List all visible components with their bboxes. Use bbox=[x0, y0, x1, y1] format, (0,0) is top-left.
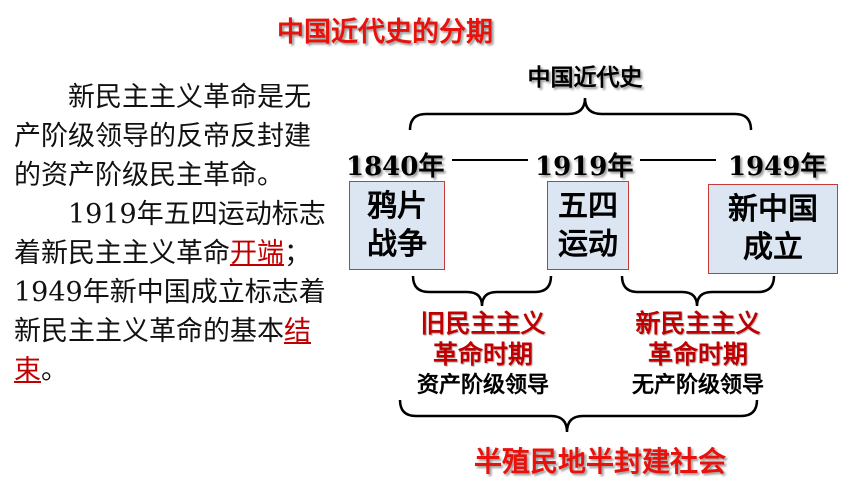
period-new-democratic: 新民主主义 革命时期 无产阶级领导 bbox=[600, 308, 796, 401]
year-1919: 1919年 bbox=[535, 152, 634, 182]
brace-new-democratic bbox=[620, 275, 776, 307]
event-opium-war-line1: 鸦片 bbox=[367, 188, 427, 224]
period-old-line1: 旧民主主义 bbox=[420, 309, 546, 338]
term-start: 开端 bbox=[230, 238, 284, 269]
event-prc-line1: 新中国 bbox=[728, 192, 818, 227]
root-label: 中国近代史 bbox=[527, 65, 643, 91]
explanation-text: 新民主主义革命是无产阶级领导的反帝反封建的资产阶级民主革命。 1919年五四运动… bbox=[14, 78, 332, 390]
period-old-democratic: 旧民主主义 革命时期 资产阶级领导 bbox=[388, 308, 578, 401]
paragraph-definition: 新民主主义革命是无产阶级领导的反帝反封建的资产阶级民主革命。 bbox=[14, 82, 311, 191]
milestone-text-end: 。 bbox=[41, 355, 68, 386]
milestone-text-start: 1919年五四运动标志着新民主主义革命 bbox=[14, 199, 326, 269]
page-title: 中国近代史的分期 bbox=[277, 17, 493, 48]
bottom-brace bbox=[398, 399, 759, 433]
event-may-fourth-line2: 运动 bbox=[558, 226, 618, 262]
top-brace bbox=[408, 97, 753, 131]
period-new-line1: 新民主主义 bbox=[635, 309, 761, 338]
event-prc-line2: 成立 bbox=[743, 230, 803, 265]
term-end: 结束 bbox=[14, 316, 311, 386]
paragraph-milestones: 1919年五四运动标志着新民主主义革命开端；1949年新中国成立标志着新民主主义… bbox=[14, 195, 332, 390]
period-new-line2: 革命时期 bbox=[647, 340, 748, 369]
event-may-fourth-line1: 五四 bbox=[558, 188, 618, 224]
brace-old-democratic bbox=[411, 275, 553, 307]
period-old-leadership: 资产阶级领导 bbox=[416, 373, 549, 398]
year-1949: 1949年 bbox=[728, 152, 827, 182]
society-label: 半殖民地半封建社会 bbox=[473, 445, 726, 478]
year-1840: 1840年 bbox=[346, 152, 445, 182]
event-box-prc-founding: 新中国成立 bbox=[708, 184, 838, 274]
period-old-line2: 革命时期 bbox=[432, 340, 533, 369]
event-box-opium-war: 鸦片战争 bbox=[349, 181, 445, 270]
period-new-leadership: 无产阶级领导 bbox=[631, 373, 764, 398]
milestone-text-middle: ；1949年新中国成立标志着新民主主义革命的基本 bbox=[14, 238, 326, 347]
event-opium-war-line2: 战争 bbox=[367, 226, 427, 262]
event-box-may-fourth: 五四运动 bbox=[547, 181, 629, 270]
